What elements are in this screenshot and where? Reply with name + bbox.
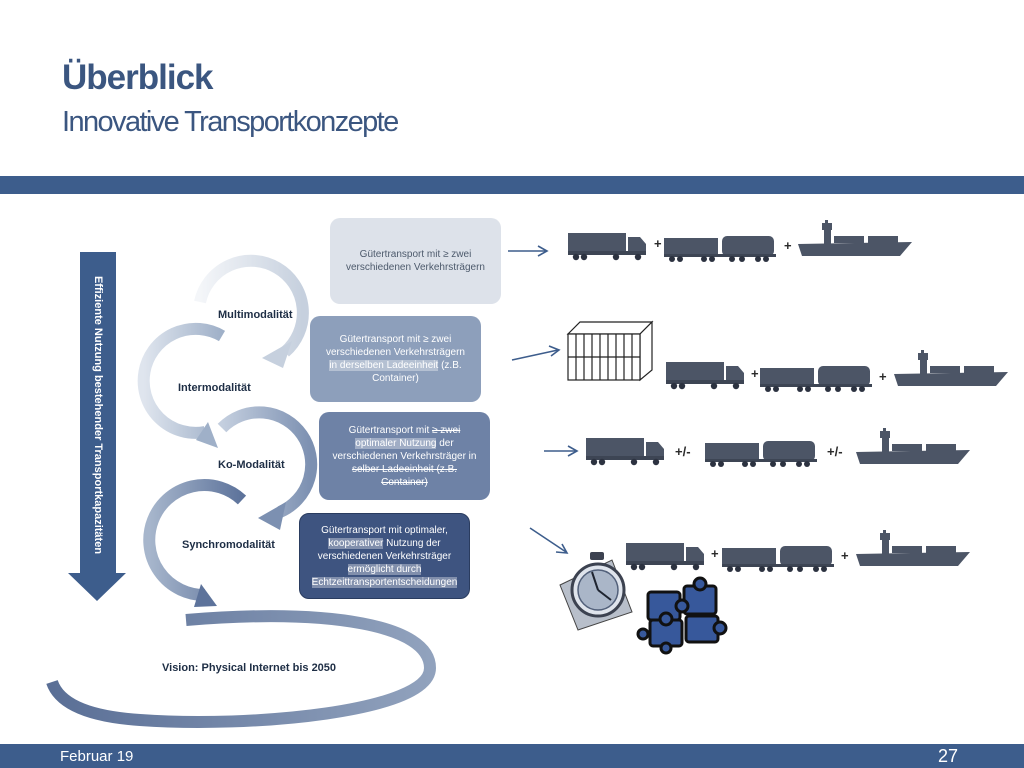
- level-arrow-multimodal: [194, 254, 309, 368]
- operator-plus: +: [711, 546, 719, 561]
- ship-icon: [894, 350, 1008, 386]
- box-intermodal: Gütertransport mit ≥ zwei verschiedenen …: [310, 316, 481, 402]
- footer-date: Februar 19: [60, 748, 134, 765]
- truck-icon: [586, 438, 664, 466]
- operator-plus: +: [841, 548, 849, 563]
- train-icon: [760, 366, 872, 392]
- puzzle-icon: [636, 576, 728, 655]
- vision-label: Vision: Physical Internet bis 2050: [162, 662, 337, 674]
- train-icon: [722, 546, 834, 572]
- stopwatch-icon: [559, 552, 633, 631]
- operator-plus: +: [784, 238, 792, 253]
- ship-icon: [856, 530, 970, 566]
- vision-loop-arrow: [46, 610, 437, 728]
- train-icon: [664, 236, 776, 262]
- connector-arrow-3: [544, 445, 579, 457]
- truck-icon: [626, 543, 704, 571]
- operator-plus: +: [751, 366, 759, 381]
- level-label-multimodal: Multimodalität: [218, 309, 293, 321]
- level-label-intermodal: Intermodalität: [178, 382, 251, 394]
- box-komodal: Gütertransport mit ≥ zwei optimaler Nutz…: [319, 412, 490, 500]
- efficiency-arrow-label: Effiziente Nutzung bestehender Transport…: [92, 275, 104, 555]
- connector-arrow-1: [508, 245, 549, 257]
- operator-plus-minus: +/-: [827, 444, 843, 459]
- header-band: [0, 176, 1024, 194]
- ship-icon: [856, 428, 970, 464]
- slide-subtitle: Innovative Transportkonzepte: [62, 106, 399, 138]
- container-icon: [566, 320, 654, 382]
- level-label-synchromodal: Synchromodalität: [182, 539, 275, 551]
- level-arrow-intermodal: [137, 322, 226, 448]
- efficiency-arrow: [68, 252, 126, 601]
- ship-icon: [798, 220, 912, 256]
- level-arrow-komodal: [217, 406, 318, 530]
- connector-arrow-4: [529, 527, 569, 554]
- truck-icon: [666, 362, 744, 390]
- level-label-komodal: Ko-Modalität: [218, 459, 285, 471]
- truck-icon: [568, 233, 646, 261]
- connector-arrow-2: [511, 345, 561, 361]
- level-arrow-synchromodal: [143, 479, 247, 607]
- slide-title: Überblick: [62, 58, 213, 97]
- footer-band: [0, 744, 1024, 768]
- operator-plus: +: [654, 236, 662, 251]
- box-synchromodal: Gütertransport mit optimaler, kooperativ…: [299, 513, 470, 599]
- page-number: 27: [938, 746, 959, 766]
- operator-plus-minus: +/-: [675, 444, 691, 459]
- train-icon: [705, 441, 817, 467]
- operator-plus: +: [879, 369, 887, 384]
